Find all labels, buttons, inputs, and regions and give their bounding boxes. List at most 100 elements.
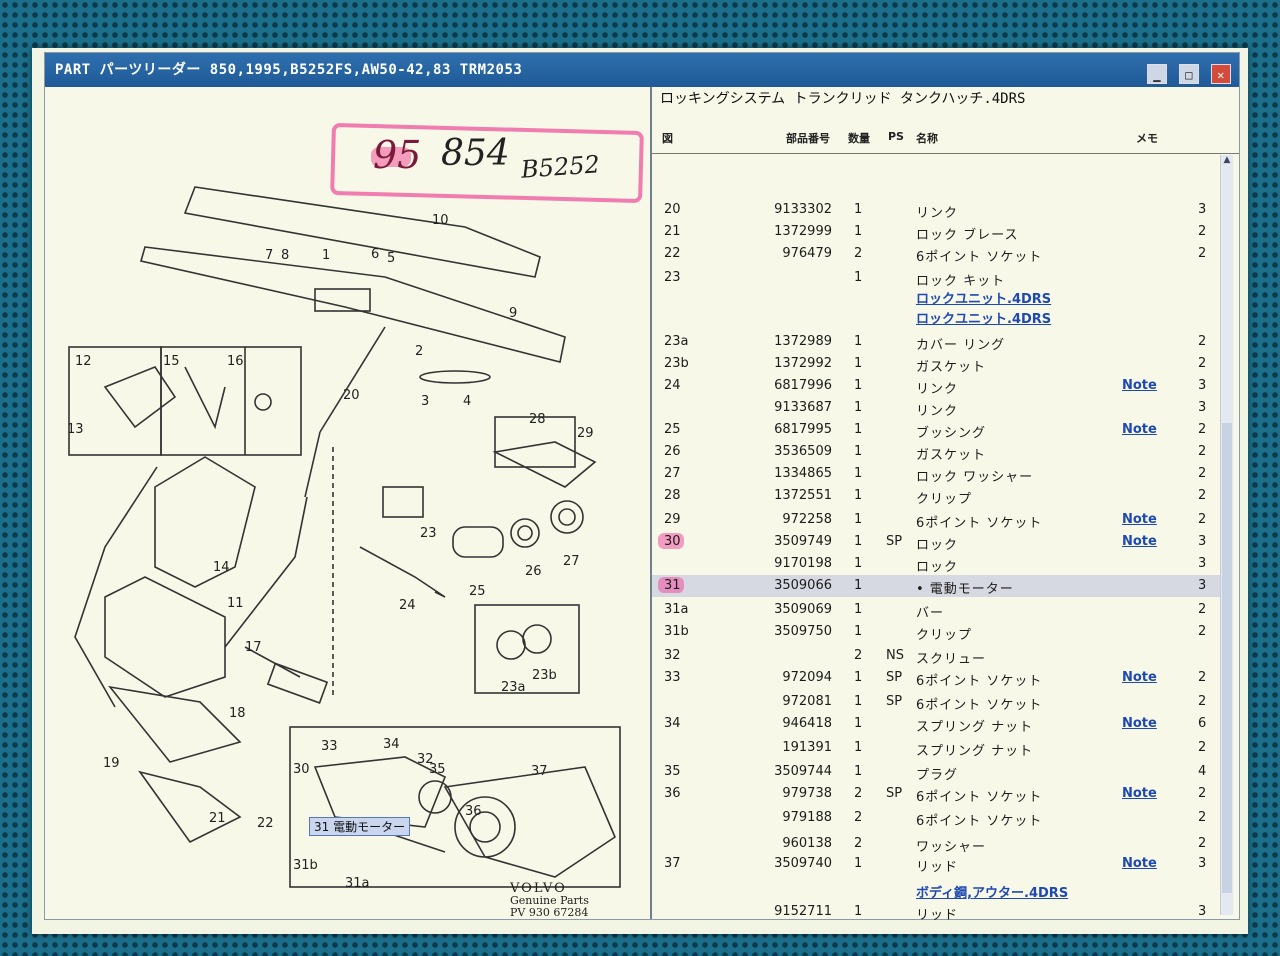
- cell-name: スプリング ナット: [916, 720, 1034, 735]
- parts-reader-window: PART パーツリーダー 850,1995,B5252FS,AW50-42,83…: [44, 52, 1240, 923]
- note-link[interactable]: Note: [1122, 856, 1157, 871]
- col-header-fig[interactable]: 図: [662, 132, 673, 145]
- window-title: PART パーツリーダー 850,1995,B5252FS,AW50-42,83…: [55, 62, 523, 78]
- col-header-part-no[interactable]: 部品番号: [786, 132, 830, 145]
- cell-quantity: 1: [854, 740, 863, 755]
- cell-memo: 2: [1198, 444, 1207, 459]
- col-header-ps[interactable]: PS: [888, 130, 904, 143]
- highlighter-mark: [658, 533, 684, 549]
- cell-memo: 3: [1198, 556, 1207, 571]
- detail-box-23a-23b: [474, 604, 580, 694]
- subassembly-link[interactable]: ボディ鋼,アウター.4DRS: [916, 886, 1069, 901]
- cell-quantity: 1: [854, 224, 863, 239]
- note-link[interactable]: Note: [1122, 512, 1157, 527]
- minimize-icon[interactable]: ▁: [1147, 64, 1168, 84]
- callout-6: 6: [371, 247, 379, 262]
- callout-2: 2: [415, 344, 423, 359]
- maximize-icon[interactable]: □: [1179, 64, 1200, 84]
- callout-20: 20: [343, 388, 360, 403]
- cell-name: リンク: [916, 404, 959, 419]
- note-link[interactable]: Note: [1122, 716, 1157, 731]
- callout-22: 22: [257, 816, 274, 831]
- col-header-qty[interactable]: 数量: [848, 132, 870, 145]
- diagram-svg: 10 7 8 1 6 5 9 2 3 4 12 15 16 13 20 28 2…: [67, 186, 621, 891]
- note-link[interactable]: Note: [1122, 786, 1157, 801]
- callout-11: 11: [227, 596, 244, 611]
- cell-part-number: 9170198: [774, 556, 832, 571]
- parts-diagram: 10 7 8 1 6 5 9 2 3 4 12 15 16 13 20 28 2…: [45, 87, 650, 919]
- cell-part-number: 1372999: [774, 224, 832, 239]
- cell-fig: 23a: [664, 334, 689, 349]
- cell-quantity: 1: [854, 624, 863, 639]
- cell-quantity: 1: [854, 400, 863, 415]
- cell-part-number: 946418: [782, 716, 832, 731]
- subassembly-link[interactable]: ロックユニット.4DRS: [916, 312, 1052, 327]
- cell-name: 6ポイント ソケット: [916, 674, 1043, 689]
- motor-label-tooltip[interactable]: 31 電動モーター: [309, 817, 411, 836]
- col-header-memo[interactable]: メモ: [1136, 132, 1158, 145]
- title-bar[interactable]: PART パーツリーダー 850,1995,B5252FS,AW50-42,83…: [45, 53, 1239, 87]
- table-row[interactable]: ロックユニット.4DRS: [652, 305, 1226, 327]
- cell-quantity: 1: [854, 716, 863, 731]
- cell-part-number: 3509750: [774, 624, 832, 639]
- subassembly-link[interactable]: ロックユニット.4DRS: [916, 292, 1052, 307]
- cell-quantity: 1: [854, 670, 863, 685]
- cell-part-number: 9152711: [774, 904, 832, 919]
- cell-fig: 22: [664, 246, 681, 261]
- callout-9: 9: [509, 306, 517, 321]
- scroll-thumb[interactable]: [1222, 423, 1232, 893]
- cell-name: スプリング ナット: [916, 744, 1034, 759]
- note-link[interactable]: Note: [1122, 378, 1157, 393]
- cell-fig: 25: [664, 422, 681, 437]
- col-header-name[interactable]: 名称: [916, 132, 938, 145]
- cell-fig: 21: [664, 224, 681, 239]
- note-link[interactable]: Note: [1122, 670, 1157, 685]
- vertical-scrollbar[interactable]: ▲: [1220, 155, 1233, 915]
- table-row[interactable]: ロックユニット.4DRS: [652, 285, 1226, 307]
- cell-memo: 2: [1198, 836, 1207, 851]
- cell-memo: 2: [1198, 334, 1207, 349]
- note-link[interactable]: Note: [1122, 534, 1157, 549]
- pv-number: PV 930 67284: [510, 906, 589, 919]
- cell-ps: NS: [886, 648, 904, 663]
- cell-memo: 2: [1198, 624, 1207, 639]
- handwritten-year: 95: [373, 133, 422, 177]
- parts-list-pane: ロッキングシステム トランクリッド タンクハッチ.4DRS 図 部品番号 数量 …: [652, 87, 1239, 923]
- scroll-up-icon[interactable]: ▲: [1223, 155, 1231, 165]
- table-row[interactable]: ボディ鋼,アウター.4DRS: [652, 879, 1226, 901]
- cell-fig: 35: [664, 764, 681, 779]
- close-icon[interactable]: ✕: [1211, 64, 1231, 84]
- cell-fig: 37: [664, 856, 681, 871]
- note-link[interactable]: Note: [1122, 422, 1157, 437]
- pane-divider[interactable]: [650, 87, 652, 919]
